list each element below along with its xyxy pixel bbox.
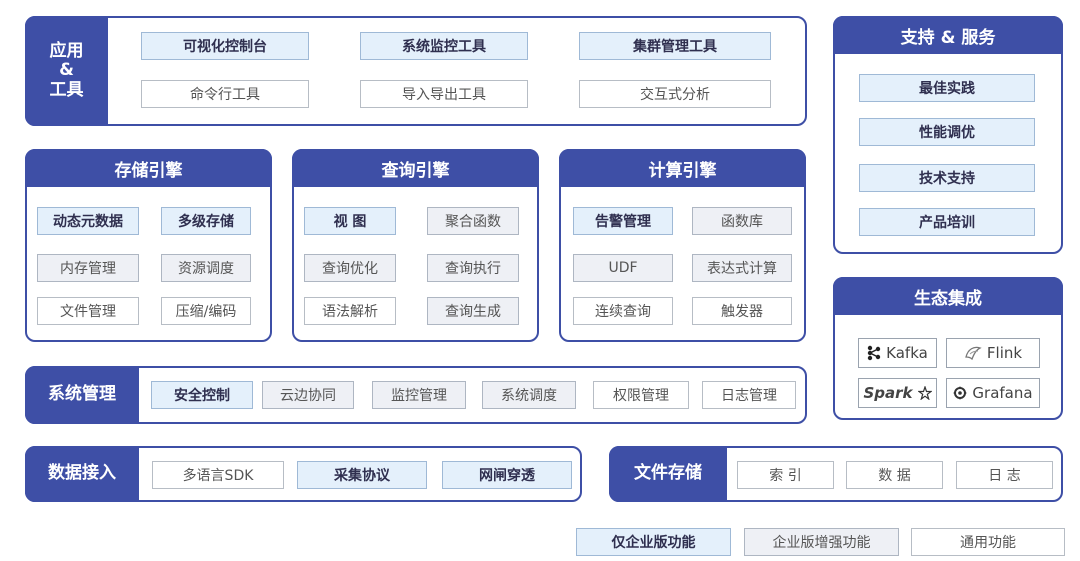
continuous-query-chip[interactable]: 连续查询 <box>573 297 673 325</box>
udf-chip[interactable]: UDF <box>573 254 673 282</box>
apps-tools-panel: 应用 & 工具 可视化控制台 系统监控工具 集群管理工具 命令行工具 导入导出工… <box>25 16 807 126</box>
support-panel: 支持 & 服务 最佳实践 性能调优 技术支持 产品培训 <box>833 16 1063 254</box>
system-mgmt-title: 系统管理 <box>25 366 139 424</box>
legend-general: 通用功能 <box>911 528 1065 556</box>
expression-eval-chip[interactable]: 表达式计算 <box>692 254 792 282</box>
spark-label: Spark <box>863 384 913 402</box>
legend-enterprise-only: 仅企业版功能 <box>576 528 731 556</box>
support-title: 支持 & 服务 <box>833 16 1063 54</box>
system-monitor-tool-chip[interactable]: 系统监控工具 <box>360 32 528 60</box>
query-engine-title: 查询引擎 <box>292 149 539 187</box>
kafka-label: Kafka <box>886 344 928 362</box>
ecosystem-title: 生态集成 <box>833 277 1063 315</box>
query-optimization-chip[interactable]: 查询优化 <box>304 254 396 282</box>
trigger-chip[interactable]: 触发器 <box>692 297 792 325</box>
collection-protocol-chip[interactable]: 采集协议 <box>297 461 427 489</box>
function-library-chip[interactable]: 函数库 <box>692 207 792 235</box>
product-training-chip[interactable]: 产品培训 <box>859 208 1035 236</box>
compression-encoding-chip[interactable]: 压缩/编码 <box>161 297 251 325</box>
grafana-item[interactable]: Grafana <box>946 378 1040 408</box>
compute-engine-panel: 计算引擎 告警管理 函数库 UDF 表达式计算 连续查询 触发器 <box>559 149 806 342</box>
data-access-title: 数据接入 <box>25 446 139 502</box>
import-export-tool-chip[interactable]: 导入导出工具 <box>360 80 528 108</box>
system-mgmt-panel: 系统管理 安全控制 云边协同 监控管理 系统调度 权限管理 日志管理 <box>25 366 807 424</box>
file-storage-panel: 文件存储 索 引 数 据 日 志 <box>609 446 1063 502</box>
multi-lang-sdk-chip[interactable]: 多语言SDK <box>152 461 284 489</box>
flink-icon <box>965 346 982 361</box>
query-execution-chip[interactable]: 查询执行 <box>427 254 519 282</box>
grafana-label: Grafana <box>972 384 1033 402</box>
storage-engine-title: 存储引擎 <box>25 149 272 187</box>
best-practice-chip[interactable]: 最佳实践 <box>859 74 1035 102</box>
flink-label: Flink <box>986 344 1023 362</box>
compute-engine-title: 计算引擎 <box>559 149 806 187</box>
log-chip[interactable]: 日 志 <box>956 461 1053 489</box>
view-chip[interactable]: 视 图 <box>304 207 396 235</box>
multi-level-storage-chip[interactable]: 多级存储 <box>161 207 251 235</box>
syntax-parsing-chip[interactable]: 语法解析 <box>304 297 396 325</box>
legend-enterprise-enhanced: 企业版增强功能 <box>744 528 899 556</box>
cluster-mgmt-tool-chip[interactable]: 集群管理工具 <box>579 32 771 60</box>
kafka-item[interactable]: Kafka <box>858 338 937 368</box>
interactive-analysis-chip[interactable]: 交互式分析 <box>579 80 771 108</box>
aggregate-function-chip[interactable]: 聚合函数 <box>427 207 519 235</box>
file-mgmt-chip[interactable]: 文件管理 <box>37 297 139 325</box>
spark-item[interactable]: Spark <box>858 378 937 408</box>
file-storage-title: 文件存储 <box>609 446 727 502</box>
dynamic-metadata-chip[interactable]: 动态元数据 <box>37 207 139 235</box>
ecosystem-panel: 生态集成 Kafka Flink Spark Grafana <box>833 277 1063 420</box>
security-control-chip[interactable]: 安全控制 <box>151 381 253 409</box>
alert-mgmt-chip[interactable]: 告警管理 <box>573 207 673 235</box>
data-access-panel: 数据接入 多语言SDK 采集协议 网闸穿透 <box>25 446 582 502</box>
permission-mgmt-chip[interactable]: 权限管理 <box>593 381 689 409</box>
query-generation-chip[interactable]: 查询生成 <box>427 297 519 325</box>
index-chip[interactable]: 索 引 <box>737 461 834 489</box>
tech-support-chip[interactable]: 技术支持 <box>859 164 1035 192</box>
resource-scheduling-chip[interactable]: 资源调度 <box>161 254 251 282</box>
grafana-icon <box>953 386 968 400</box>
data-chip[interactable]: 数 据 <box>846 461 943 489</box>
cli-tool-chip[interactable]: 命令行工具 <box>141 80 309 108</box>
query-engine-panel: 查询引擎 视 图 聚合函数 查询优化 查询执行 语法解析 查询生成 <box>292 149 539 342</box>
log-mgmt-chip[interactable]: 日志管理 <box>702 381 796 409</box>
monitor-mgmt-chip[interactable]: 监控管理 <box>372 381 466 409</box>
storage-engine-panel: 存储引擎 动态元数据 多级存储 内存管理 资源调度 文件管理 压缩/编码 <box>25 149 272 342</box>
kafka-icon <box>867 345 881 361</box>
apps-tools-title-line3: 工具 <box>49 79 84 100</box>
perf-tuning-chip[interactable]: 性能调优 <box>859 118 1035 146</box>
spark-star-icon <box>917 386 932 400</box>
apps-tools-title: 应用 & 工具 <box>25 16 108 126</box>
system-scheduling-chip[interactable]: 系统调度 <box>482 381 576 409</box>
memory-mgmt-chip[interactable]: 内存管理 <box>37 254 139 282</box>
apps-tools-title-line1: 应用 <box>49 40 84 61</box>
cloud-edge-chip[interactable]: 云边协同 <box>262 381 354 409</box>
flink-item[interactable]: Flink <box>946 338 1040 368</box>
gateway-penetration-chip[interactable]: 网闸穿透 <box>442 461 572 489</box>
apps-tools-title-line2: & <box>59 60 74 81</box>
visual-console-chip[interactable]: 可视化控制台 <box>141 32 309 60</box>
